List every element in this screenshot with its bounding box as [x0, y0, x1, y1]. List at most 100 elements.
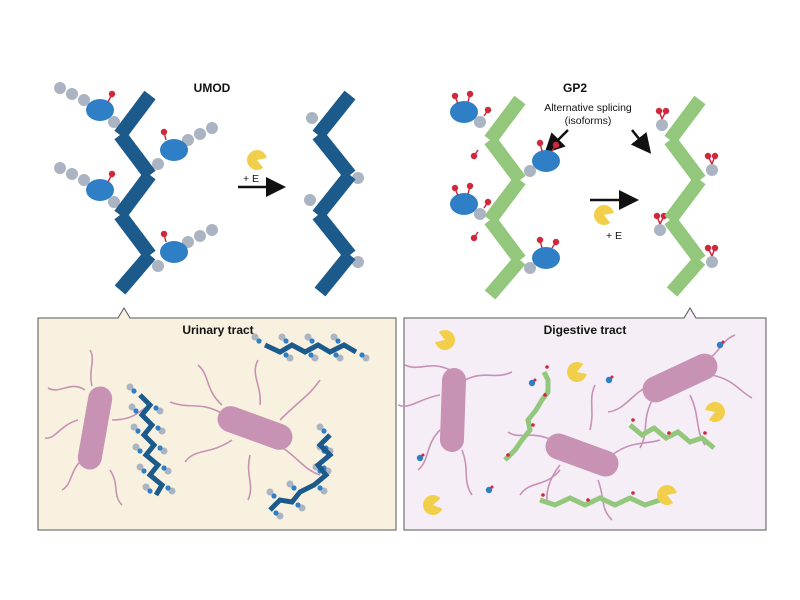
glycan-bead: [108, 196, 120, 208]
polymer-segment: [114, 210, 156, 260]
red-sugar: [543, 393, 547, 397]
red-sugar: [662, 107, 670, 115]
flagellum: [184, 439, 233, 463]
glycan-bead: [182, 134, 194, 146]
red-sugar: [653, 212, 661, 220]
flagellum: [44, 419, 79, 439]
red-sugar: [655, 107, 663, 115]
red-sugar: [586, 498, 590, 502]
glycan-oval: [317, 485, 323, 491]
polymer-segment: [484, 175, 526, 225]
red-sugar: [506, 453, 510, 457]
glycan-oval: [532, 247, 560, 269]
gp2-polymer-small: [628, 423, 716, 450]
glycan-bead: [286, 480, 294, 488]
glycan-bead: [352, 172, 364, 184]
red-sugar: [484, 198, 492, 206]
glycan-bead: [108, 116, 120, 128]
flagellum: [464, 371, 513, 381]
glycan-bead: [266, 488, 274, 496]
bacterium-body: [642, 353, 718, 403]
glycan-oval: [528, 379, 536, 387]
gp2-glycan-chains: [450, 90, 560, 274]
polymer-segment: [312, 210, 356, 260]
glycan-bead: [152, 158, 164, 170]
glycan-bead: [206, 224, 218, 236]
urinary-umod-fiber-2: [251, 333, 370, 362]
flagellum: [254, 359, 261, 406]
umod-digested-polymer: [312, 90, 356, 297]
glycan-bead: [206, 122, 218, 134]
glycan-bead: [474, 208, 486, 220]
red-sugar: [421, 453, 425, 457]
glycan-oval: [485, 486, 493, 494]
glycan-bead: [316, 423, 324, 431]
red-sugar: [631, 491, 635, 495]
glycan-oval: [86, 179, 114, 201]
glycan-oval: [291, 485, 297, 491]
isoforms-label: (isoforms): [565, 115, 612, 127]
digestive-enzyme-icon: [423, 495, 443, 515]
red-sugar: [703, 431, 707, 435]
umod-enzyme-icon: [247, 150, 267, 170]
glycan-oval: [605, 376, 613, 384]
flagellum: [279, 379, 321, 421]
glycan-bead: [278, 333, 286, 341]
red-sugar: [545, 365, 549, 369]
flagellum: [404, 364, 451, 371]
glycan-oval: [283, 352, 289, 358]
glycan-bead: [352, 256, 364, 268]
digestive-gp2-fiber-2: [628, 418, 716, 450]
urinary-umod-fiber-1: [126, 383, 176, 497]
red-sugar: [552, 141, 560, 149]
digestive-bacterium-3: [607, 334, 753, 449]
released-glycan: [485, 485, 494, 494]
gp2-enzyme-icon: [594, 205, 614, 225]
glycan-oval: [155, 425, 161, 431]
polymer-segment: [664, 135, 706, 185]
glycan-oval: [141, 468, 147, 474]
glycan-oval: [133, 408, 139, 414]
glycan-bead: [654, 224, 666, 236]
glycan-bead: [706, 256, 718, 268]
glycan-oval: [160, 241, 188, 263]
flagellum: [417, 429, 441, 471]
glycan-bead: [524, 262, 536, 274]
alt-splicing-label: Alternative splicing: [544, 102, 632, 114]
red-sugar: [451, 184, 459, 192]
glycan-oval: [450, 101, 478, 123]
glycan-oval: [161, 465, 167, 471]
glycan-oval: [86, 99, 114, 121]
splicing-arrow-left: [544, 129, 569, 154]
gp2-title: GP2: [563, 81, 587, 95]
glycan-bead: [306, 112, 318, 124]
glycan-bead: [54, 82, 66, 94]
glycan-bead: [78, 94, 90, 106]
urinary-umod-fiber-3: [266, 423, 334, 520]
red-sugar: [470, 152, 478, 160]
glycan-bead: [706, 164, 718, 176]
glycan-oval: [716, 341, 724, 349]
red-sugar: [466, 90, 474, 98]
red-sugar: [484, 106, 492, 114]
glycan-oval: [333, 352, 339, 358]
glycan-bead: [524, 165, 536, 177]
flagellum: [197, 364, 223, 406]
glycan-oval: [157, 445, 163, 451]
polymer-segment: [484, 95, 526, 145]
red-sugar: [711, 152, 719, 160]
red-sugar: [160, 128, 168, 136]
urinary-tract-panel: Urinary tract: [37, 307, 397, 531]
urinary-tract-title: Urinary tract: [182, 323, 253, 337]
glycan-oval: [256, 338, 262, 344]
digestive-tract-title: Digestive tract: [544, 323, 627, 337]
flagellum: [461, 449, 473, 496]
flagellum: [247, 454, 252, 501]
released-glycan: [605, 375, 614, 384]
red-sugar: [704, 152, 712, 160]
glycan-oval: [131, 388, 137, 394]
glycan-bead: [304, 194, 316, 206]
splicing-arrow-right: [630, 129, 652, 154]
polymer-segment: [666, 255, 706, 297]
